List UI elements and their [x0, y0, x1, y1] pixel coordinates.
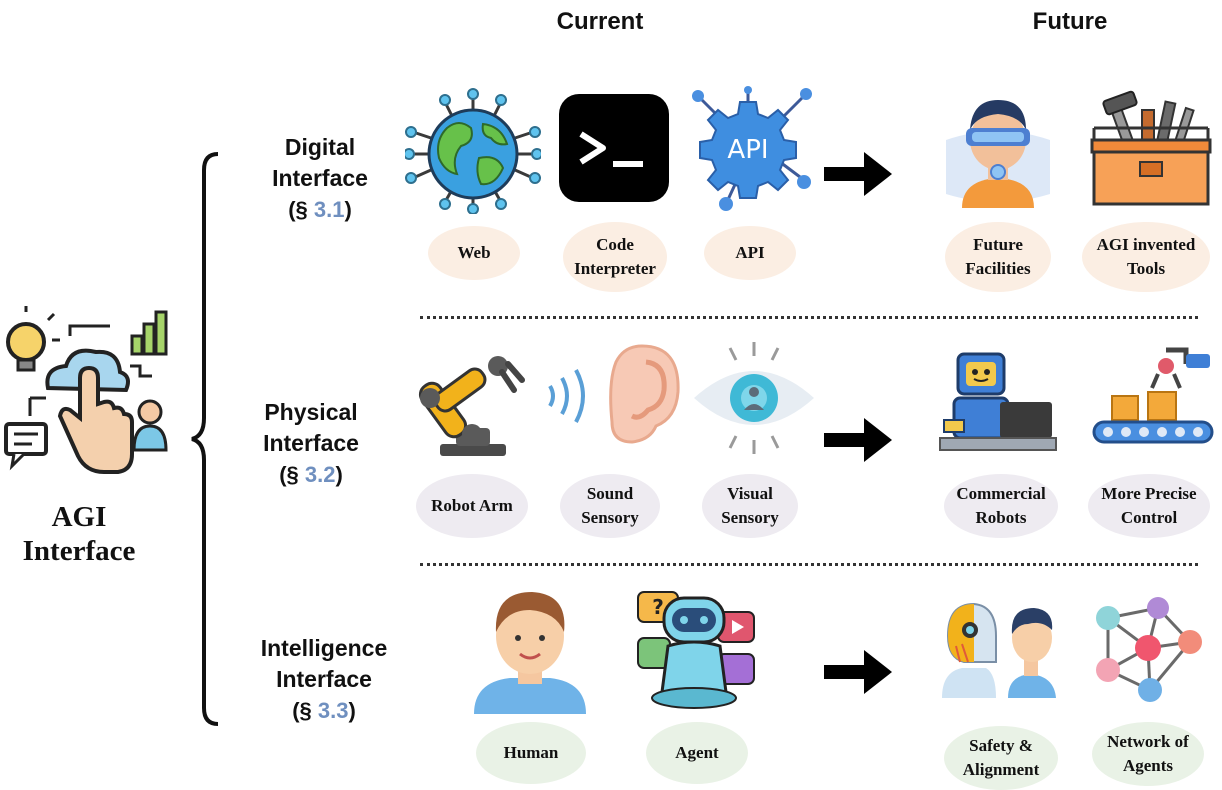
section-ref: (§ 3.2)	[279, 462, 343, 487]
row-title-line1: Physical	[264, 399, 358, 425]
row-separator	[420, 563, 1198, 566]
agent-network-icon	[1096, 597, 1202, 702]
robot-and-human-icon	[942, 602, 1056, 698]
section-ref: (§ 3.1)	[288, 197, 352, 222]
arrow-right-icon	[824, 152, 892, 196]
human-avatar-icon	[474, 592, 586, 714]
robot-agent-icon: ?	[637, 591, 755, 709]
row-separator	[420, 316, 1198, 319]
ear-icon	[548, 344, 680, 444]
row-title-line1: Intelligence	[260, 635, 388, 661]
arrow-right-icon	[824, 650, 892, 694]
row-title-line2: Interface	[276, 666, 372, 692]
toolbox-icon	[1090, 90, 1212, 206]
section-ref: (§ 3.3)	[292, 698, 356, 723]
curly-brace	[191, 152, 219, 726]
eye-icon	[694, 342, 814, 454]
robot-laptop-icon	[939, 352, 1057, 451]
future-header: Future	[1032, 8, 1108, 35]
svg-text:?: ?	[652, 595, 664, 619]
vr-headset-person-icon	[946, 100, 1050, 208]
agi-title-line1: AGI	[51, 501, 107, 533]
label-human: Human	[476, 722, 586, 784]
label-web: Web	[428, 226, 520, 280]
row-title-digital: Digital Interface (§ 3.1)	[220, 132, 420, 225]
current-header: Current	[556, 8, 644, 35]
label-agent: Agent	[646, 722, 748, 784]
robot-arm-icon	[418, 356, 525, 456]
row-title-line2: Interface	[263, 430, 359, 456]
row-title-physical: Physical Interface (§ 3.2)	[211, 397, 411, 490]
api-gear-icon: API	[692, 86, 812, 211]
label-api: API	[704, 226, 796, 280]
row-title-line1: Digital	[284, 134, 356, 160]
label-robot-arm: Robot Arm	[416, 474, 528, 538]
agi-interface-title: AGI Interface	[0, 500, 164, 568]
row-title-intelligence: Intelligence Interface (§ 3.3)	[224, 633, 424, 726]
conveyor-robot-icon	[1092, 347, 1214, 444]
terminal-icon	[559, 94, 669, 202]
agi-interface-icon	[4, 306, 168, 474]
globe-network-icon	[405, 88, 541, 214]
arrow-right-icon	[824, 418, 892, 462]
label-safety-alignment: Safety &Alignment	[944, 726, 1058, 790]
row-title-line2: Interface	[272, 165, 368, 191]
agi-title-line2: Interface	[22, 535, 136, 567]
svg-text:API: API	[727, 135, 768, 165]
